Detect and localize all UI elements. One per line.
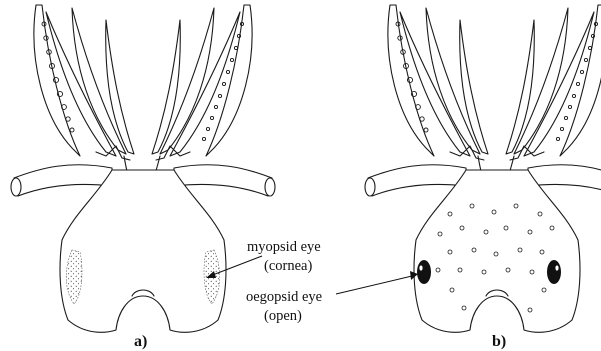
- panel-b-oegopsid-squid: b): [365, 5, 601, 350]
- panel-a-label: a): [134, 333, 147, 350]
- oegopsid-eye-label: oegopsid eye: [246, 289, 322, 305]
- oegopsid-arrow: [336, 276, 412, 294]
- myopsid-eye-label: myopsid eye: [247, 239, 321, 255]
- oegopsid-eye-left: [417, 260, 431, 284]
- oegopsid-annotation: oegopsid eye (open): [246, 271, 418, 324]
- panel-a-myopsid-squid: a): [11, 5, 275, 350]
- oegopsid-eye-sublabel: (open): [264, 308, 302, 324]
- oegopsid-eye-right: [547, 260, 561, 284]
- panel-b-label: b): [492, 333, 506, 350]
- myopsid-eye-sublabel: (cornea): [264, 258, 312, 274]
